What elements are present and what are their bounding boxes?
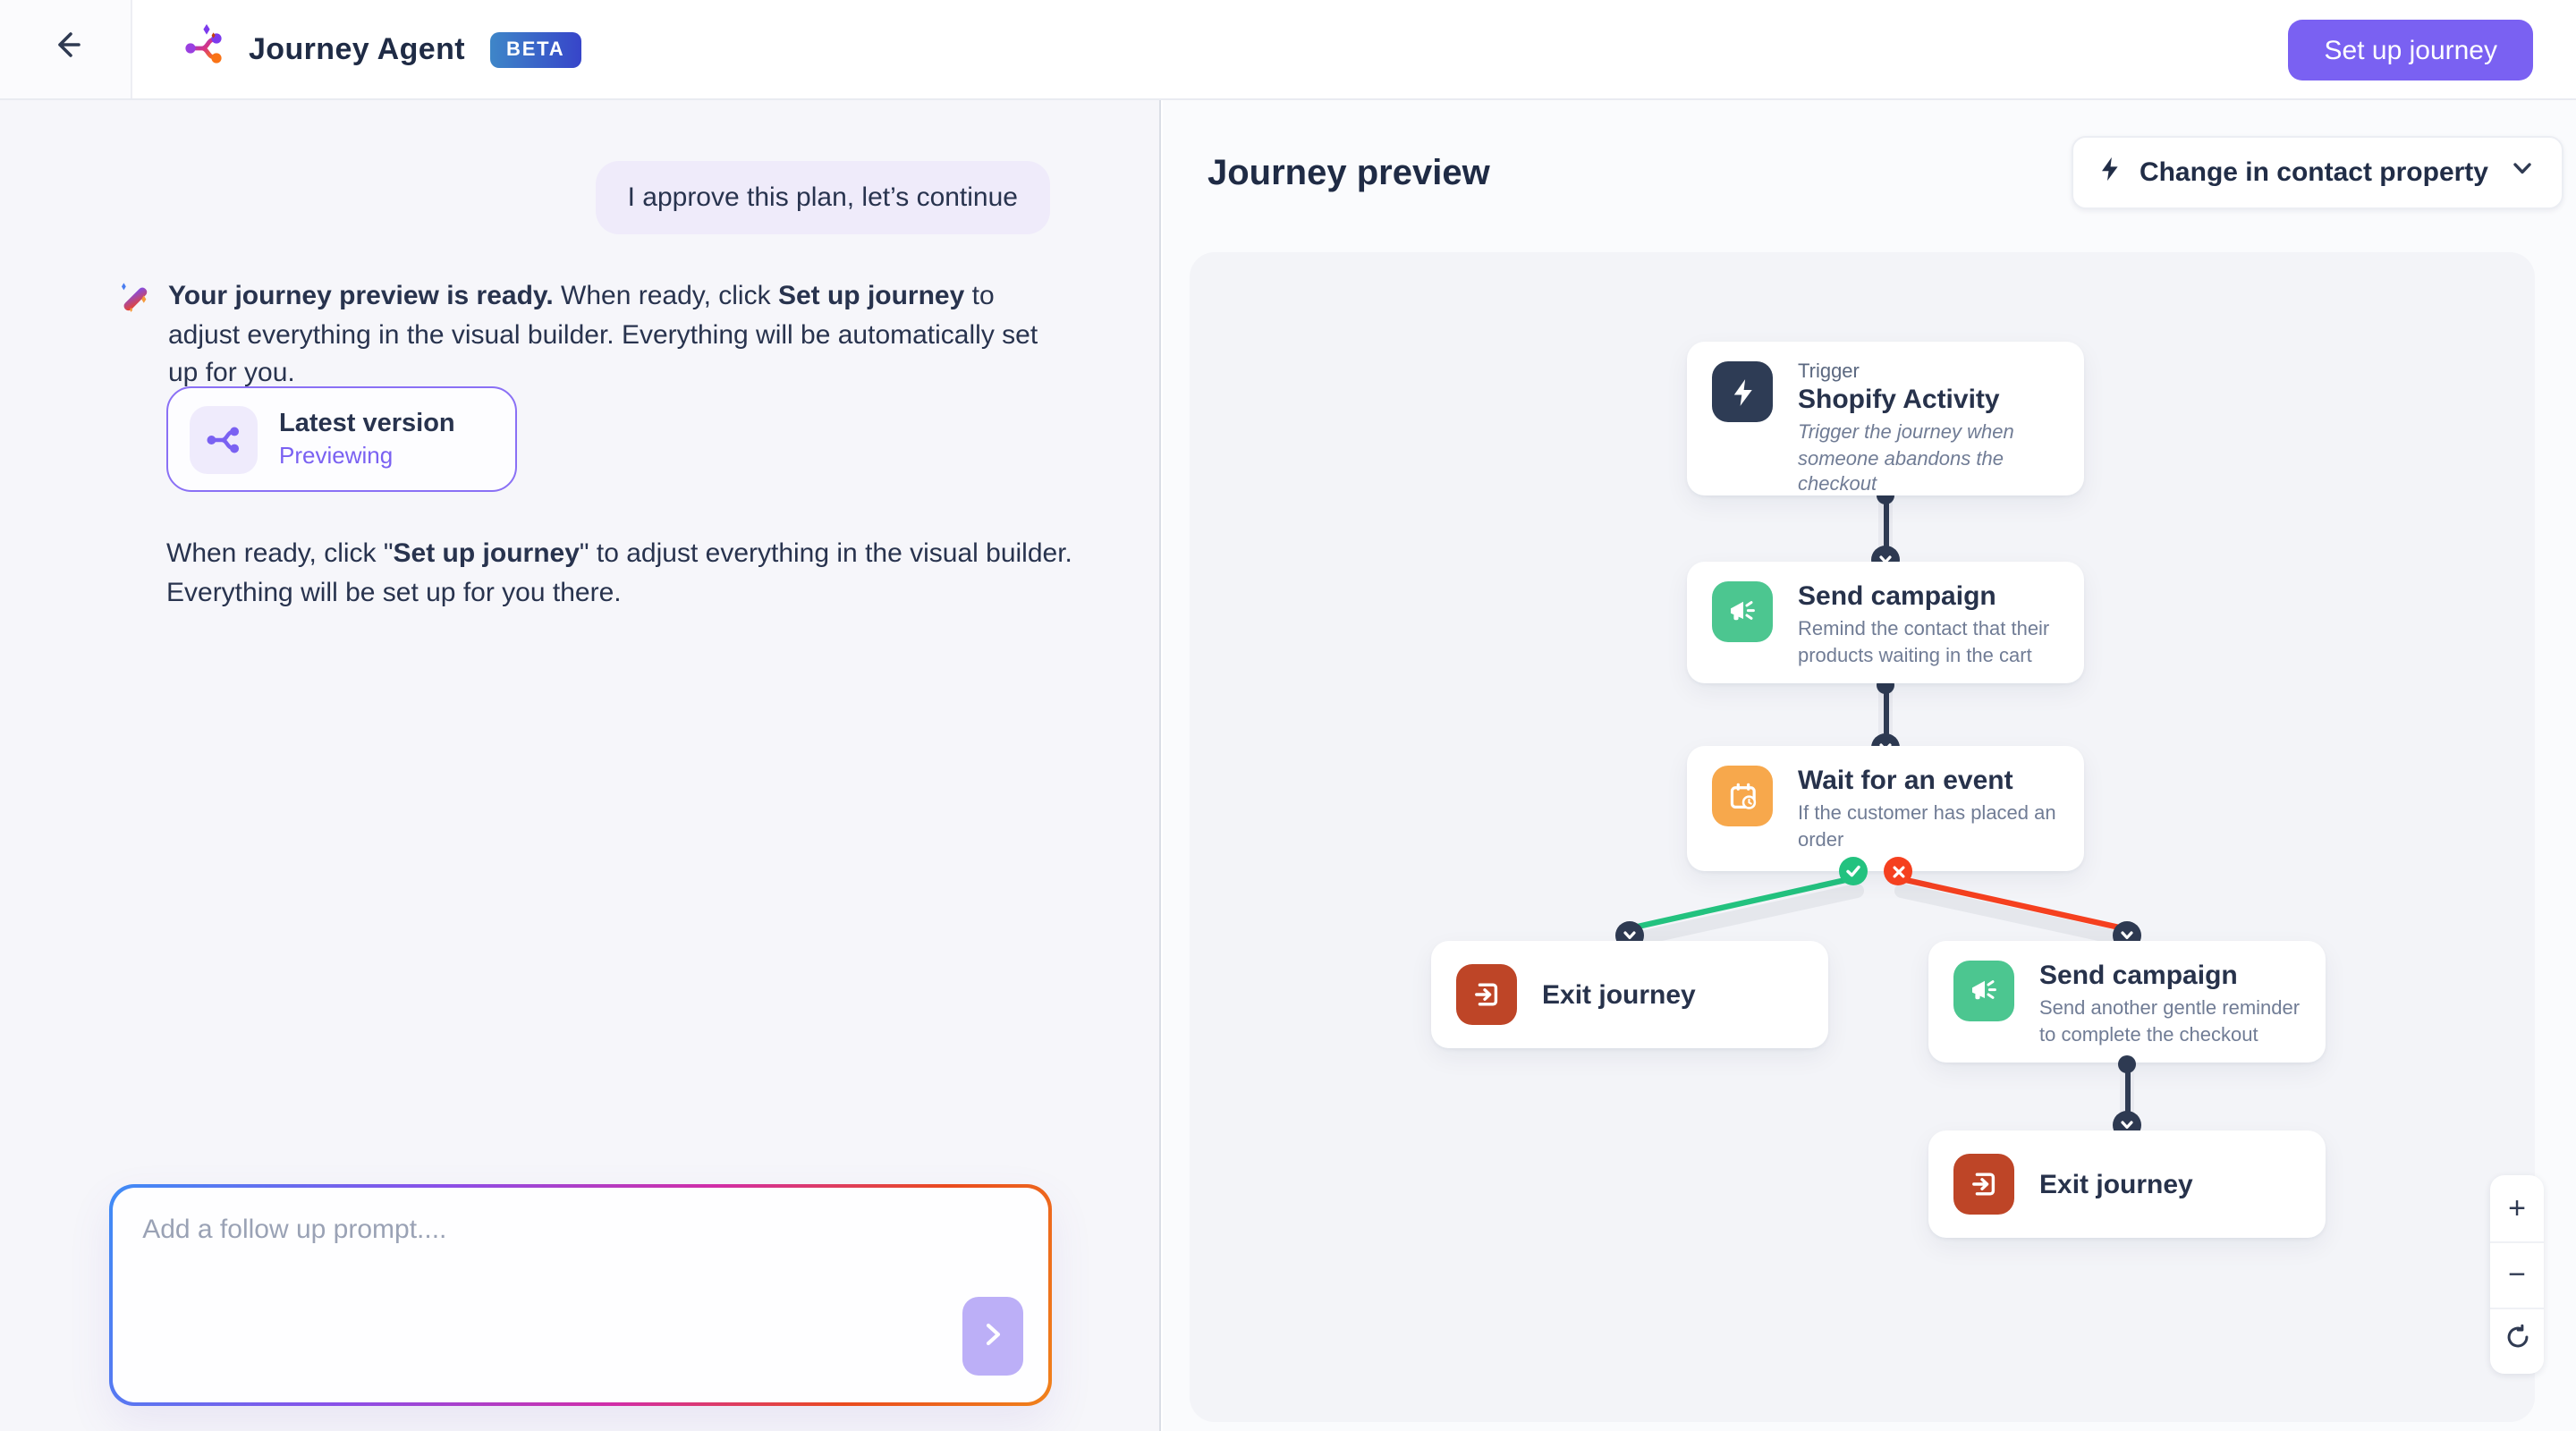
connector-line [1883, 687, 1888, 739]
node-description: Send another gentle reminder to complete… [2039, 998, 2301, 1046]
node-title: Send campaign [1798, 581, 1996, 612]
magic-wand-icon [114, 279, 154, 393]
node-description: If the customer has placed an order [1798, 803, 2056, 851]
journey-agent-logo-icon [182, 21, 229, 77]
note-seg: When ready, click " [166, 538, 394, 569]
node-description: Remind the contact that their products w… [1798, 619, 2050, 666]
connector-line [2124, 1066, 2130, 1116]
connector-dot [2118, 1055, 2136, 1073]
assistant-text-seg: to adjust everything in the visual build… [168, 281, 1038, 388]
connector-line [1883, 497, 1888, 551]
followup-prompt-input[interactable] [112, 1187, 1049, 1403]
assistant-text-bold-lead: Your journey preview is ready. [168, 281, 554, 311]
node-trigger-shopify-activity[interactable]: Trigger Shopify Activity Trigger the jou… [1687, 342, 2084, 495]
node-send-campaign-2[interactable]: Send campaign Send another gentle remind… [1928, 941, 2326, 1063]
beta-badge: BETA [490, 31, 581, 67]
version-card-status: Previewing [279, 442, 394, 469]
node-wait-for-event[interactable]: Wait for an event If the customer has pl… [1687, 746, 2084, 871]
version-card-title: Latest version [279, 410, 455, 438]
prompt-input-box [109, 1184, 1052, 1406]
node-exit-journey-1[interactable]: Exit journey [1431, 941, 1828, 1048]
node-title: Send campaign [2039, 961, 2238, 991]
lightning-bolt-icon [1712, 361, 1773, 422]
chevron-down-icon [2510, 156, 2535, 190]
back-button[interactable] [0, 0, 132, 98]
note-bold-cta: Set up journey [393, 538, 580, 569]
megaphone-icon [1953, 961, 2014, 1021]
trigger-type-label: Change in contact property [2139, 157, 2488, 188]
top-bar: Journey Agent BETA Set up journey [0, 0, 2576, 100]
trigger-type-dropdown[interactable]: Change in contact property [2071, 136, 2563, 209]
assistant-text-bold-cta: Set up journey [777, 281, 965, 311]
refresh-view-button[interactable] [2490, 1308, 2544, 1374]
followup-note: When ready, click "Set up journey" to ad… [166, 535, 1082, 612]
branch-no-x-icon [1884, 857, 1912, 885]
note-seg: " to adjust everything in the visual bui… [166, 538, 1072, 607]
journey-preview-panel: Journey preview Change in contact proper… [1163, 100, 2576, 1431]
node-title: Exit journey [2039, 1169, 2193, 1199]
chat-panel: I approve this plan, let’s continue Your… [0, 100, 1161, 1431]
journey-branch-icon [190, 405, 258, 473]
zoom-in-button[interactable]: + [2490, 1175, 2544, 1241]
zoom-out-button[interactable]: − [2490, 1241, 2544, 1308]
chevron-right-icon [979, 1320, 1008, 1354]
node-exit-journey-2[interactable]: Exit journey [1928, 1130, 2326, 1238]
journey-canvas[interactable]: Trigger Shopify Activity Trigger the jou… [1190, 252, 2535, 1422]
branch-yes-check-icon [1839, 857, 1868, 885]
megaphone-icon [1712, 581, 1773, 642]
exit-door-icon [1953, 1154, 2014, 1215]
calendar-event-icon [1712, 766, 1773, 826]
node-title: Wait for an event [1798, 766, 2013, 796]
canvas-zoom-controls: + − [2490, 1175, 2544, 1374]
assistant-text-seg: When ready, click [553, 281, 778, 311]
node-send-campaign-1[interactable]: Send campaign Remind the contact that th… [1687, 562, 2084, 683]
arrow-left-icon [47, 27, 83, 72]
exit-door-icon [1456, 964, 1517, 1025]
send-prompt-button[interactable] [962, 1297, 1024, 1376]
latest-version-card[interactable]: Latest version Previewing [166, 386, 517, 492]
assistant-message: Your journey preview is ready. When read… [114, 277, 1063, 393]
node-title: Shopify Activity [1798, 385, 2000, 415]
node-title: Exit journey [1542, 979, 1696, 1010]
refresh-icon [2504, 1324, 2530, 1359]
app-title: Journey Agent [249, 31, 465, 65]
node-kind-label: Trigger [1798, 361, 1860, 383]
set-up-journey-button[interactable]: Set up journey [2288, 20, 2533, 80]
node-description: Trigger the journey when someone abandon… [1798, 422, 2014, 495]
user-message-bubble: I approve this plan, let’s continue [595, 161, 1050, 234]
brand: Journey Agent BETA [182, 21, 581, 77]
preview-title: Journey preview [1208, 154, 1490, 193]
assistant-message-text: Your journey preview is ready. When read… [168, 277, 1061, 393]
lightning-bolt-icon [2097, 155, 2123, 191]
